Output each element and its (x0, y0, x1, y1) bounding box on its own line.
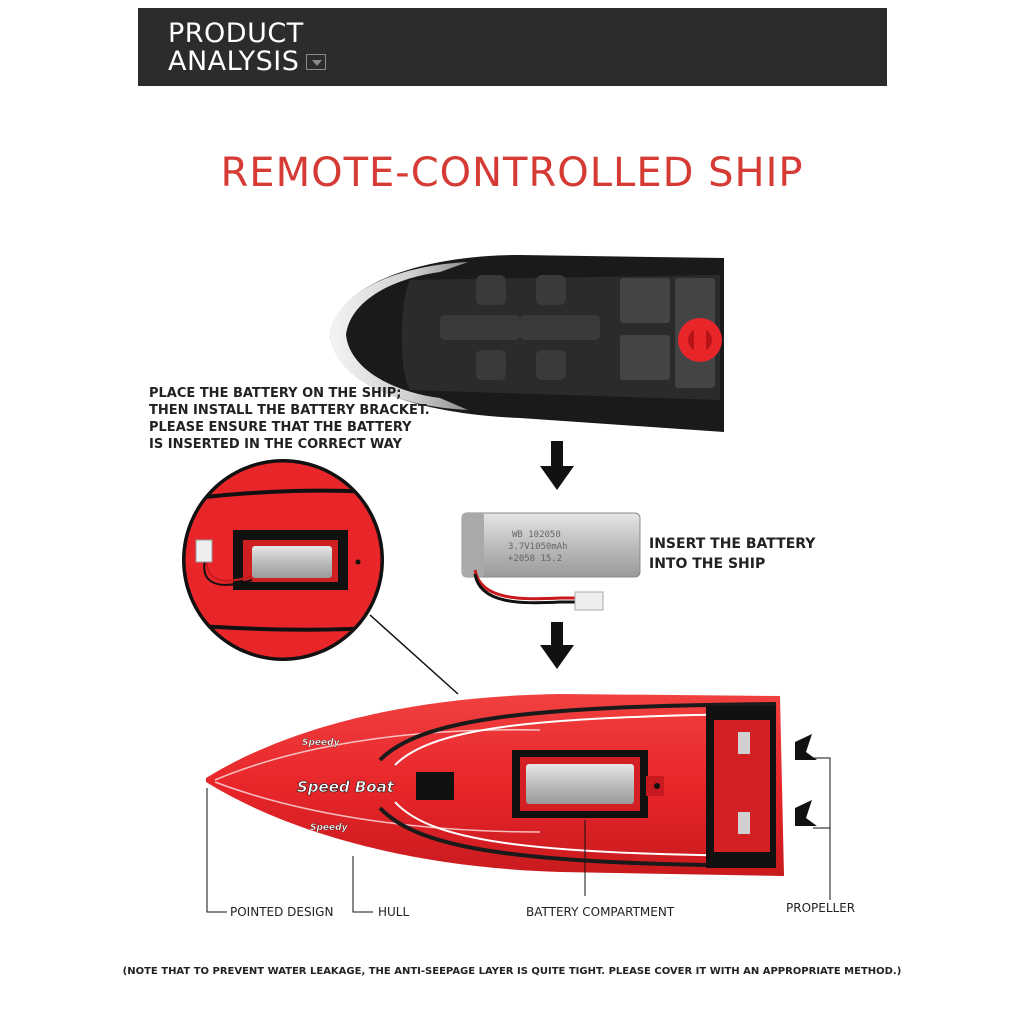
instruction-line: THEN INSTALL THE BATTERY BRACKET. (149, 403, 430, 418)
callout-hull: HULL (378, 905, 410, 919)
arrow-down-icon (540, 622, 574, 669)
arrow-down-icon (540, 441, 574, 490)
header-title: PRODUCT ANALYSIS (168, 20, 304, 76)
instruction-line: INSERT THE BATTERY (649, 536, 816, 552)
instruction-line: INTO THE SHIP (649, 556, 766, 572)
decal-small-top: Speedy (302, 738, 341, 748)
decal-main: Speed Boat (297, 778, 395, 796)
callout-battery-compartment: BATTERY COMPARTMENT (526, 905, 675, 919)
page-title: REMOTE-CONTROLLED SHIP (220, 150, 804, 196)
callout-propeller: PROPELLER (786, 901, 856, 915)
instruction-line: PLACE THE BATTERY ON THE SHIP; (149, 386, 402, 401)
battery-placement-instructions: PLACE THE BATTERY ON THE SHIP; THEN INST… (149, 385, 430, 453)
insert-battery-instructions: INSERT THE BATTERY INTO THE SHIP (649, 534, 815, 574)
header-line-1: PRODUCT (168, 18, 304, 49)
boat-hull-top-view (206, 694, 817, 876)
header-line-2: ANALYSIS (168, 46, 300, 77)
battery-print-2: 3.7V1050mAh (508, 542, 568, 552)
zoom-detail-circle (182, 459, 459, 695)
chevron-down-icon (306, 54, 326, 70)
footer-note: (NOTE THAT TO PREVENT WATER LEAKAGE, THE… (122, 966, 902, 977)
callout-lines (206, 757, 831, 913)
header-bar: PRODUCT ANALYSIS (138, 8, 887, 86)
decal-small-bottom: Speedy (310, 823, 349, 833)
instruction-line: IS INSERTED IN THE CORRECT WAY (149, 437, 402, 452)
boat-top-cover (330, 255, 724, 432)
callout-pointed-design: POINTED DESIGN (230, 905, 334, 919)
battery-print-3: +2058 15.2 (508, 554, 562, 564)
instruction-line: PLEASE ENSURE THAT THE BATTERY (149, 420, 412, 435)
battery-print-1: WB 102050 (512, 530, 561, 540)
battery-illustration (461, 512, 641, 611)
